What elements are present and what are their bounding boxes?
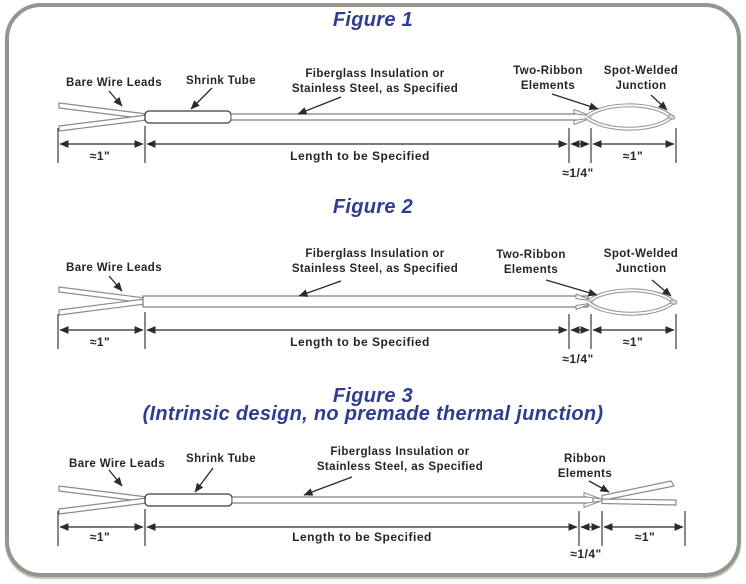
fig1-leader-insulation bbox=[297, 96, 342, 115]
fig3-shrink-tube-shape bbox=[144, 493, 233, 507]
figure3-title: Figure 3 bbox=[332, 385, 414, 407]
fig2-label-junction-2: Junction bbox=[615, 263, 666, 275]
fig2-ribbon-upper-inner bbox=[587, 289, 674, 303]
fig2-leader-insulation bbox=[298, 280, 342, 297]
fig1-ribbon-upper bbox=[584, 103, 673, 119]
fig2-dim-lead: ≈1" bbox=[90, 335, 110, 349]
fig1-dim-tip: ≈1" bbox=[623, 149, 643, 163]
fig3-leader-shrink-tube bbox=[194, 467, 214, 493]
fig2-leader-junction bbox=[651, 279, 672, 297]
figure1-title: Figure 1 bbox=[332, 9, 414, 31]
fig3-label-insulation-1: Fiberglass Insulation or bbox=[330, 446, 469, 458]
fig1-ribbon-upper-inner bbox=[585, 104, 672, 118]
fig1-dim-gap: ≈1/4" bbox=[562, 166, 593, 180]
fig3-ribbon-prong-lower bbox=[601, 498, 677, 506]
fig1-bare-lead-lower bbox=[58, 114, 148, 132]
fig2-label-elements-1: Two-Ribbon bbox=[496, 249, 566, 261]
fig2-dim-length: Length to be Specified bbox=[290, 335, 430, 349]
fig1-weld-dot bbox=[667, 114, 676, 120]
fig2-ribbon-lower bbox=[586, 300, 675, 316]
fig1-dim-length: Length to be Specified bbox=[290, 149, 430, 163]
fig1-label-junction-1: Spot-Welded bbox=[604, 65, 678, 77]
fig2-leader-bare-leads bbox=[108, 275, 123, 292]
fig3-label-elements-2: Elements bbox=[558, 468, 612, 480]
fig1-label-insulation-2: Stainless Steel, as Specified bbox=[292, 83, 458, 95]
fig1-label-insulation-1: Fiberglass Insulation or bbox=[305, 68, 444, 80]
fig1-leader-bare-leads bbox=[108, 90, 123, 107]
figure2-diagram: Bare Wire Leads Fiberglass Insulation or… bbox=[57, 248, 678, 366]
fig1-ribbon-lower-inner bbox=[585, 116, 672, 130]
fig3-cable bbox=[231, 496, 594, 504]
rounded-border-frame bbox=[5, 3, 741, 577]
fig1-cable bbox=[230, 113, 587, 121]
fig3-leader-insulation bbox=[303, 476, 353, 496]
fig2-dim-gap: ≈1/4" bbox=[562, 352, 593, 366]
fig2-label-insulation-2: Stainless Steel, as Specified bbox=[292, 263, 458, 275]
fig1-leader-shrink-tube bbox=[190, 87, 213, 110]
fig1-ribbon-lower bbox=[584, 115, 673, 131]
figure1-diagram: Bare Wire Leads Shrink Tube Fiberglass I… bbox=[57, 65, 678, 180]
fig1-label-bare-wire-leads: Bare Wire Leads bbox=[66, 77, 162, 89]
fig2-leader-elements bbox=[545, 279, 598, 297]
fig3-label-elements-1: Ribbon bbox=[564, 453, 606, 465]
fig3-ribbon-prong-upper bbox=[601, 480, 675, 502]
figure2-title: Figure 2 bbox=[332, 196, 414, 218]
figure3-diagram: Bare Wire Leads Shrink Tube Fiberglass I… bbox=[57, 446, 686, 561]
fig3-dim-tip: ≈1" bbox=[635, 530, 655, 544]
fig2-cable bbox=[142, 295, 589, 308]
fig1-leader-elements bbox=[551, 93, 599, 111]
fig3-dim-length: Length to be Specified bbox=[292, 530, 432, 544]
fig3-ribbon-start-upper bbox=[583, 492, 602, 500]
fig2-weld-dot bbox=[669, 299, 678, 305]
fig3-leader-bare-leads bbox=[108, 469, 123, 487]
fig3-bare-lead-lower bbox=[58, 497, 148, 515]
fig3-label-bare-wire-leads: Bare Wire Leads bbox=[69, 458, 165, 470]
fig3-dim-lead: ≈1" bbox=[90, 530, 110, 544]
fig3-ribbon-start-lower bbox=[583, 500, 602, 508]
fig2-label-elements-2: Elements bbox=[504, 264, 558, 276]
fig1-label-elements-2: Elements bbox=[521, 80, 575, 92]
fig3-label-shrink-tube: Shrink Tube bbox=[186, 453, 256, 465]
fig2-label-insulation-1: Fiberglass Insulation or bbox=[305, 248, 444, 260]
fig2-dim-tip: ≈1" bbox=[623, 335, 643, 349]
fig1-label-shrink-tube: Shrink Tube bbox=[186, 75, 256, 87]
fig1-dim-lead: ≈1" bbox=[90, 149, 110, 163]
fig2-ribbon-upper bbox=[586, 288, 675, 304]
fig2-ribbon-lower-inner bbox=[587, 301, 674, 315]
fig3-dim-gap: ≈1/4" bbox=[570, 547, 601, 561]
fig1-label-elements-1: Two-Ribbon bbox=[513, 65, 583, 77]
fig2-label-junction-1: Spot-Welded bbox=[604, 248, 678, 260]
fig3-leader-elements bbox=[588, 480, 610, 493]
fig3-label-insulation-2: Stainless Steel, as Specified bbox=[317, 461, 483, 473]
fig2-label-bare-wire-leads: Bare Wire Leads bbox=[66, 262, 162, 274]
fig1-label-junction-2: Junction bbox=[615, 80, 666, 92]
fig1-shrink-tube-shape bbox=[144, 110, 232, 124]
figure3-subtitle: (Intrinsic design, no premade thermal ju… bbox=[142, 403, 604, 425]
fig2-bare-lead-lower bbox=[58, 298, 146, 316]
fig1-leader-junction bbox=[650, 94, 668, 111]
